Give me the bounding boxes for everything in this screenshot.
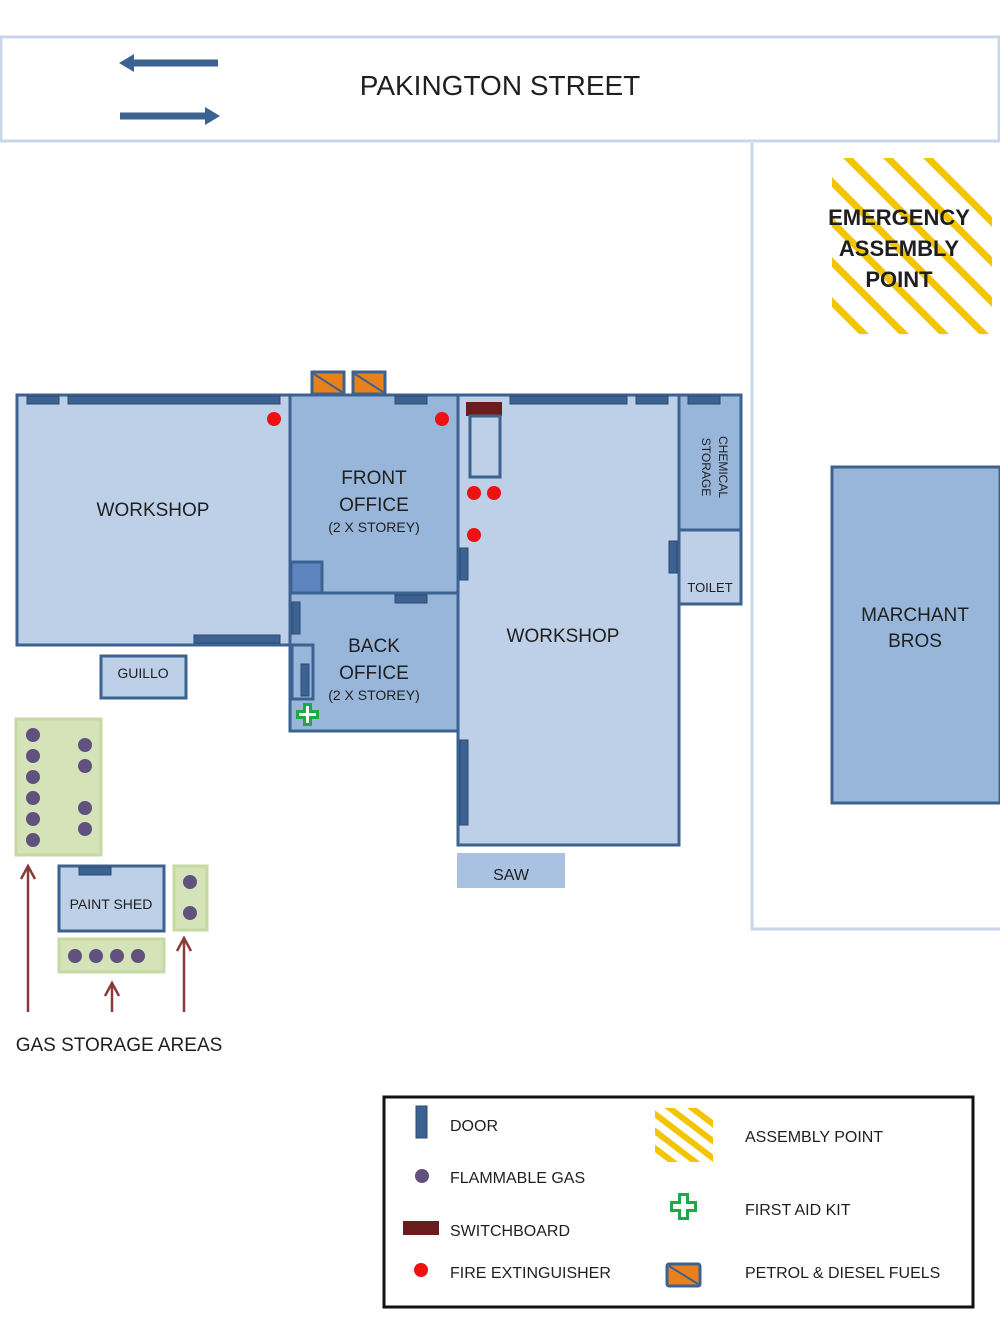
- back-office-label-1: BACK: [348, 636, 400, 657]
- bench: [468, 414, 502, 479]
- toilet: [677, 528, 743, 606]
- flammable-gas-icon: [89, 949, 103, 963]
- legend-flammable-gas-label: FLAMMABLE GAS: [450, 1170, 585, 1187]
- flammable-gas-icon: [78, 801, 92, 815]
- gas-arrow-3: [175, 935, 193, 1012]
- assembly-point-line3: POINT: [865, 267, 933, 292]
- door-icon: [394, 395, 428, 405]
- workshop-main-label: WORKSHOP: [507, 626, 620, 647]
- flammable-gas-icon: [183, 875, 197, 889]
- switchboard-icon: [466, 402, 502, 416]
- flammable-gas-icon: [68, 949, 82, 963]
- stair-block: [289, 560, 324, 595]
- marchant-bros: [830, 465, 1000, 805]
- flammable-gas-icon: [78, 822, 92, 836]
- back-office-label-3: (2 X STOREY): [328, 687, 420, 703]
- gas-arrow-1: [19, 863, 37, 1012]
- workshop-left-label: WORKSHOP: [97, 500, 210, 521]
- chemical-storage-label-2: STORAGE: [699, 438, 713, 496]
- flammable-gas-icon: [78, 738, 92, 752]
- street-band: [0, 35, 1000, 143]
- door-icon: [300, 663, 310, 697]
- flammable-gas-icon: [26, 728, 40, 742]
- door-icon: [415, 1105, 428, 1139]
- fuel-icon-1: [310, 370, 346, 396]
- door-icon: [668, 540, 678, 574]
- flammable-gas-group-1: [26, 728, 92, 847]
- paint-shed: [57, 864, 166, 933]
- saw: [457, 853, 565, 888]
- gas-arrow-2: [103, 980, 121, 1012]
- back-office-label-2: OFFICE: [339, 663, 409, 684]
- workshop-left: [15, 393, 292, 647]
- legend-fuel-label: PETROL & DIESEL FUELS: [745, 1265, 940, 1282]
- doors: [26, 395, 721, 876]
- paint-shed-label: PAINT SHED: [70, 896, 153, 912]
- back-office-entry-frame: [290, 643, 315, 701]
- flammable-gas-icon: [26, 791, 40, 805]
- fuel-icon: [665, 1262, 702, 1288]
- flammable-gas-icon: [78, 759, 92, 773]
- traffic-arrow-icon-right: [120, 107, 220, 125]
- fire-extinguisher-icon: [435, 412, 449, 426]
- flammable-gas-icon: [26, 749, 40, 763]
- guillo-label: GUILLO: [117, 665, 168, 681]
- chemical-storage-label-1: CHEMICAL: [716, 436, 730, 498]
- door-icon: [291, 601, 301, 635]
- first-aid-icon: [296, 703, 319, 726]
- fire-extinguisher-icon: [487, 486, 501, 500]
- fire-extinguisher-icon: [267, 412, 281, 426]
- gas-storage-label: GAS STORAGE AREAS: [16, 1035, 223, 1056]
- door-icon: [459, 547, 469, 581]
- side-lane: [750, 143, 1000, 931]
- flammable-gas-icon: [131, 949, 145, 963]
- door-icon: [26, 395, 60, 405]
- flammable-gas-icon: [183, 906, 197, 920]
- assembly-point-line2: ASSEMBLY: [839, 236, 960, 261]
- front-office-label-2: OFFICE: [339, 495, 409, 516]
- door-icon: [78, 866, 112, 876]
- door-icon: [193, 634, 281, 644]
- toilet-label: TOILET: [687, 580, 732, 595]
- fire-extinguisher-icon: [414, 1263, 428, 1277]
- legend-switchboard-label: SWITCHBOARD: [450, 1223, 570, 1240]
- flammable-gas-icon: [26, 833, 40, 847]
- traffic-arrow-icon-left: [119, 54, 218, 72]
- door-icon: [635, 395, 669, 405]
- door-icon: [509, 395, 628, 405]
- door-icon: [459, 739, 469, 826]
- fire-extinguisher-icon: [467, 486, 481, 500]
- assembly-point-line1: EMERGENCY: [828, 205, 970, 230]
- flammable-gas-icon: [110, 949, 124, 963]
- fire-extinguisher-icon: [467, 528, 481, 542]
- assembly-point-icon: [655, 1108, 713, 1162]
- switchboard-icon: [403, 1221, 439, 1235]
- legend-assembly-point-label: ASSEMBLY POINT: [745, 1129, 883, 1146]
- saw-label: SAW: [493, 867, 530, 884]
- legend: DOOR FLAMMABLE GAS SWITCHBOARD FIRE EXTI…: [382, 1095, 975, 1309]
- legend-fire-extinguisher-label: FIRE EXTINGUISHER: [450, 1265, 611, 1282]
- flammable-gas-icon: [26, 770, 40, 784]
- door-icon: [67, 395, 281, 405]
- first-aid-icon: [670, 1193, 697, 1220]
- flammable-gas-icon: [415, 1169, 429, 1183]
- guillo: [99, 654, 188, 700]
- front-office-label-3: (2 X STOREY): [328, 519, 420, 535]
- door-icon: [394, 594, 428, 604]
- door-icon: [687, 395, 721, 405]
- fuel-icon-2: [351, 370, 387, 396]
- marchant-bros-label-2: BROS: [888, 631, 942, 652]
- street-name: PAKINGTON STREET: [360, 70, 641, 101]
- chemical-storage: [677, 393, 743, 532]
- flammable-gas-icon: [26, 812, 40, 826]
- legend-door-label: DOOR: [450, 1118, 498, 1135]
- marchant-bros-label-1: MARCHANT: [861, 605, 969, 626]
- legend-first-aid-label: FIRST AID KIT: [745, 1202, 851, 1219]
- assembly-point-icon: [832, 158, 992, 334]
- front-office-label-1: FRONT: [341, 468, 407, 489]
